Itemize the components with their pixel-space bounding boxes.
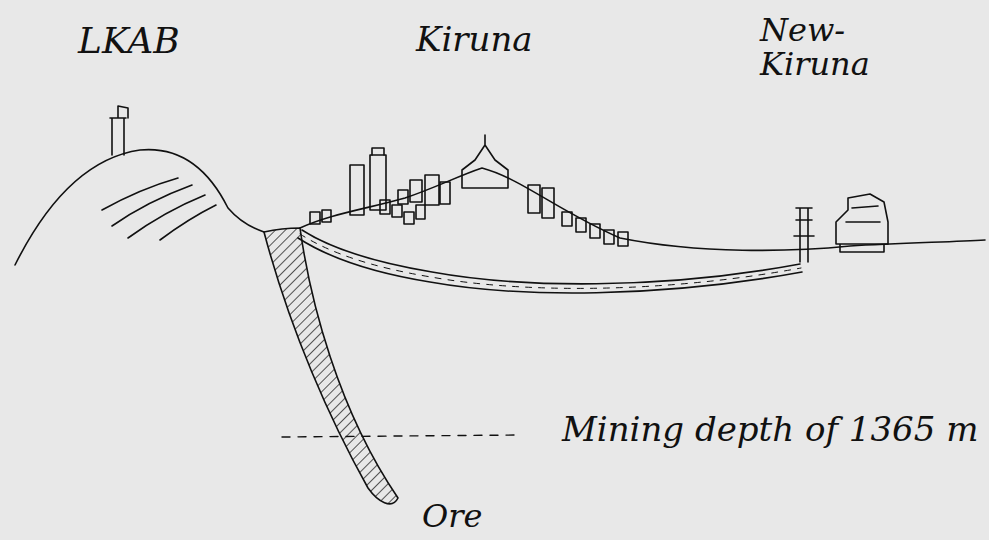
headframe bbox=[110, 106, 128, 155]
road-edge bbox=[302, 230, 800, 284]
sketch-label: Kiruna bbox=[416, 22, 533, 58]
ground-line bbox=[300, 168, 985, 250]
town bbox=[310, 135, 628, 246]
sketch-label: Ore bbox=[422, 500, 482, 534]
sketch-label: LKAB bbox=[78, 22, 180, 60]
sketch-label: Mining depth of 1365 m bbox=[562, 412, 978, 448]
lkab-hill bbox=[15, 150, 264, 265]
road-centre bbox=[300, 234, 801, 288]
terraces bbox=[102, 178, 216, 240]
depth-line bbox=[282, 435, 520, 437]
ore-body bbox=[264, 228, 398, 504]
sketch-label: New- Kiruna bbox=[760, 14, 910, 81]
clock-tower bbox=[794, 208, 814, 262]
town-hall bbox=[836, 194, 888, 252]
road-edge bbox=[298, 238, 802, 293]
